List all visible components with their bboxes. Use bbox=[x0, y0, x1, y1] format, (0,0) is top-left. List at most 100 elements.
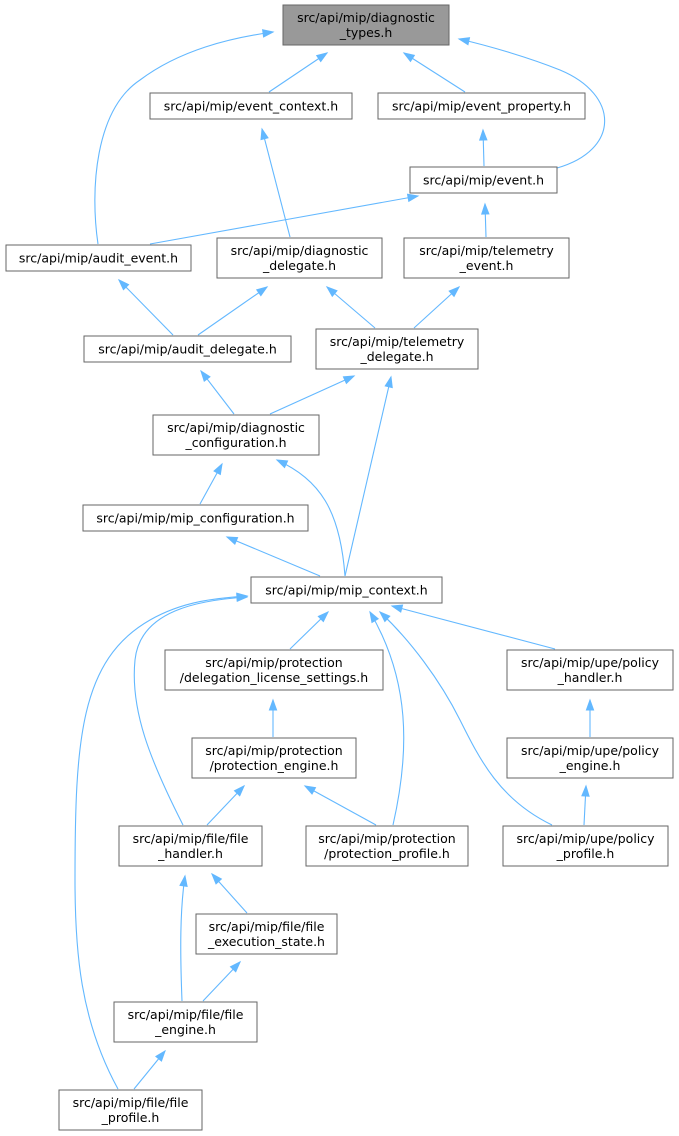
node-event[interactable]: src/api/mip/event.h bbox=[409, 166, 558, 194]
node-diagnostic-types[interactable]: src/api/mip/diagnostic_types.h bbox=[282, 4, 450, 46]
node-file-execution-state[interactable]: src/api/mip/file/file_execution_state.h bbox=[195, 913, 338, 955]
arrowhead-icon bbox=[315, 52, 329, 63]
node-box bbox=[58, 1089, 203, 1131]
node-label-line: _engine.h bbox=[559, 758, 621, 773]
edge-policy-profile-to-policy-engine bbox=[581, 784, 590, 826]
node-box bbox=[282, 4, 450, 46]
node-label-line: src/api/mip/diagnostic bbox=[231, 243, 369, 258]
arrowhead-icon bbox=[275, 459, 289, 469]
edge-line bbox=[197, 286, 268, 336]
edge-line bbox=[94, 31, 274, 245]
edge-audit-delegate-to-audit-event bbox=[117, 278, 174, 336]
node-policy-profile[interactable]: src/api/mip/upe/policy_profile.h bbox=[502, 825, 669, 867]
node-label-line: src/api/mip/mip_context.h bbox=[265, 583, 427, 598]
node-label-line: src/api/mip/protection bbox=[205, 743, 342, 758]
node-event-context[interactable]: src/api/mip/event_context.h bbox=[149, 92, 353, 120]
edge-mip-configuration-to-diagnostic-configuration bbox=[199, 462, 223, 505]
node-label-line: src/api/mip/file/file bbox=[128, 1007, 244, 1022]
node-label-line: _delegate.h bbox=[262, 258, 336, 273]
node-label-line: src/api/mip/event_property.h bbox=[392, 99, 571, 114]
node-protection-engine[interactable]: src/api/mip/protection/protection_engine… bbox=[191, 737, 357, 779]
node-audit-event[interactable]: src/api/mip/audit_event.h bbox=[5, 244, 192, 272]
edge-protection-profile-to-protection-engine bbox=[303, 785, 377, 826]
edge-telemetry-delegate-to-telemetry-event bbox=[413, 286, 461, 329]
node-box bbox=[377, 92, 586, 120]
node-policy-engine[interactable]: src/api/mip/upe/policy_engine.h bbox=[506, 737, 674, 779]
node-label-line: src/api/mip/upe/policy bbox=[516, 831, 655, 846]
node-file-profile[interactable]: src/api/mip/file/file_profile.h bbox=[58, 1089, 203, 1131]
node-label-line: src/api/mip/file/file bbox=[133, 831, 249, 846]
edge-event-property-to-diagnostic-types bbox=[402, 52, 466, 93]
node-delegation-license-settings[interactable]: src/api/mip/protection/delegation_licens… bbox=[164, 649, 384, 691]
node-box bbox=[152, 414, 320, 456]
node-mip-context[interactable]: src/api/mip/mip_context.h bbox=[250, 576, 443, 604]
node-audit-delegate[interactable]: src/api/mip/audit_delegate.h bbox=[83, 335, 292, 363]
node-label-line: _delegate.h bbox=[359, 349, 433, 364]
node-label-line: _handler.h bbox=[157, 846, 223, 861]
node-box bbox=[315, 328, 479, 370]
node-label-line: src/api/mip/mip_configuration.h bbox=[96, 511, 294, 526]
node-box bbox=[506, 649, 674, 691]
node-box bbox=[409, 166, 558, 194]
arrowhead-icon bbox=[581, 784, 590, 797]
arrowhead-icon bbox=[303, 785, 317, 795]
node-mip-configuration[interactable]: src/api/mip/mip_configuration.h bbox=[82, 504, 309, 532]
edge-line bbox=[379, 611, 553, 826]
node-label-line: /protection_profile.h bbox=[324, 846, 450, 861]
arrowhead-icon bbox=[402, 52, 416, 63]
edge-diagnostic-configuration-to-audit-delegate bbox=[200, 369, 235, 415]
node-file-engine[interactable]: src/api/mip/file/file_engine.h bbox=[113, 1001, 258, 1043]
edge-line bbox=[458, 38, 606, 169]
edge-audit-event-to-diagnostic-types bbox=[94, 29, 275, 245]
edge-audit-delegate-to-diagnostic-delegate bbox=[197, 286, 269, 336]
arrowhead-icon bbox=[325, 286, 338, 298]
arrowhead-icon bbox=[213, 462, 223, 476]
edge-line bbox=[391, 605, 556, 650]
node-box bbox=[83, 335, 292, 363]
node-telemetry-delegate[interactable]: src/api/mip/telemetry_delegate.h bbox=[315, 328, 479, 370]
node-box bbox=[82, 504, 309, 532]
edge-delegation-license-settings-to-mip-context bbox=[289, 610, 330, 650]
node-file-handler[interactable]: src/api/mip/file/file_handler.h bbox=[118, 825, 263, 867]
edge-line bbox=[326, 286, 376, 329]
edge-policy-handler-to-mip-context bbox=[390, 604, 556, 650]
edge-file-handler-to-mip-context bbox=[133, 593, 249, 826]
edge-line bbox=[118, 279, 174, 336]
edge-mip-context-to-diagnostic-configuration bbox=[275, 459, 346, 577]
edge-line bbox=[304, 785, 377, 826]
edge-audit-event-to-event bbox=[149, 193, 420, 245]
node-label-line: _execution_state.h bbox=[207, 934, 325, 949]
edge-policy-profile-to-mip-context bbox=[378, 610, 553, 826]
node-telemetry-event[interactable]: src/api/mip/telemetry_event.h bbox=[403, 237, 570, 279]
edge-diagnostic-delegate-to-event-context bbox=[260, 127, 291, 238]
node-event-property[interactable]: src/api/mip/event_property.h bbox=[377, 92, 586, 120]
node-diagnostic-configuration[interactable]: src/api/mip/diagnostic_configuration.h bbox=[152, 414, 320, 456]
edge-mip-context-to-mip-configuration bbox=[225, 536, 321, 577]
node-diagnostic-delegate[interactable]: src/api/mip/diagnostic_delegate.h bbox=[216, 237, 383, 279]
edge-line bbox=[226, 536, 321, 577]
arrowhead-icon bbox=[200, 369, 211, 382]
edge-file-handler-to-protection-engine bbox=[206, 784, 246, 826]
node-box bbox=[195, 913, 338, 955]
edge-line bbox=[149, 195, 419, 245]
node-box bbox=[5, 244, 192, 272]
arrowhead-icon bbox=[225, 536, 239, 546]
arrowhead-icon bbox=[211, 872, 223, 885]
node-label-line: _configuration.h bbox=[184, 435, 286, 450]
arrowhead-icon bbox=[481, 202, 490, 215]
node-box bbox=[506, 737, 674, 779]
edge-file-execution-state-to-file-handler bbox=[211, 872, 248, 914]
node-label-line: src/api/mip/event.h bbox=[423, 173, 544, 188]
edge-line bbox=[369, 611, 405, 826]
node-protection-profile[interactable]: src/api/mip/protection/protection_profil… bbox=[305, 825, 469, 867]
node-box bbox=[118, 825, 263, 867]
node-box bbox=[191, 737, 357, 779]
arrowhead-icon bbox=[317, 610, 330, 623]
node-label-line: /delegation_license_settings.h bbox=[180, 670, 368, 685]
node-label-line: _event.h bbox=[459, 258, 514, 273]
edge-line bbox=[261, 128, 291, 238]
edge-protection-engine-to-delegation-license-settings bbox=[268, 698, 278, 737]
node-label-line: src/api/mip/upe/policy bbox=[521, 655, 660, 670]
node-policy-handler[interactable]: src/api/mip/upe/policy_handler.h bbox=[506, 649, 674, 691]
